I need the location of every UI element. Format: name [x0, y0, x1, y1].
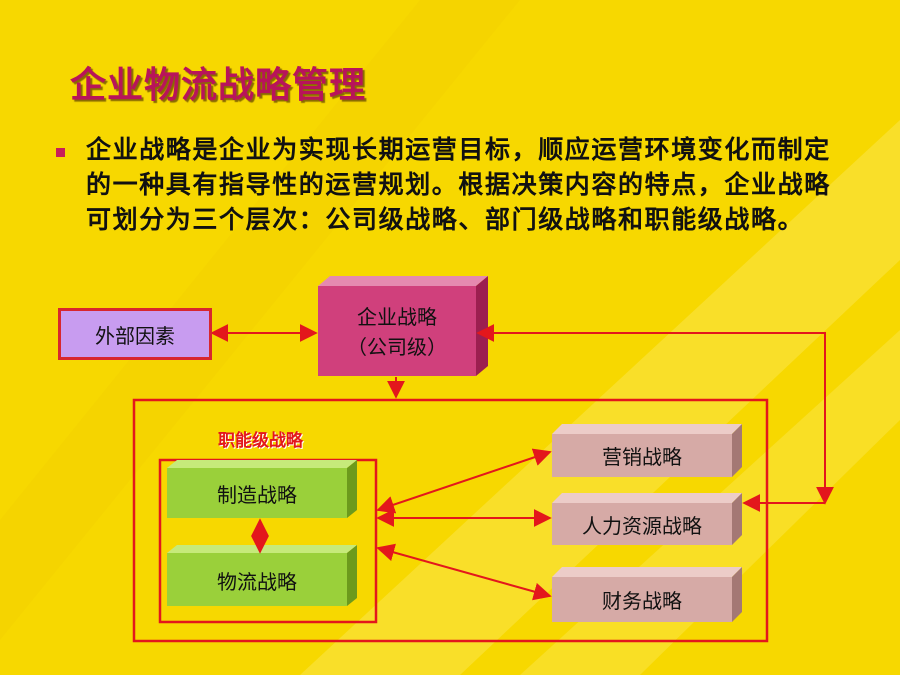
feedback-loop-arrow	[476, 324, 834, 505]
external-factors-label: 外部因素	[95, 323, 175, 348]
functional-marketing-arrow	[376, 448, 552, 514]
corporate-strategy-line1: 企业战略	[357, 305, 437, 329]
hr-strategy-label: 人力资源战略	[582, 513, 702, 538]
corporate-strategy-line2: （公司级）	[347, 335, 447, 359]
logistics-box	[167, 545, 357, 606]
marketing-strategy-label: 营销战略	[602, 445, 682, 469]
bullet-square-icon	[56, 148, 65, 157]
finance-box	[552, 567, 742, 622]
slide-title: 企业物流战略管理	[70, 65, 367, 106]
department-frame	[132, 398, 769, 643]
manufacturing-strategy-label: 制造战略	[217, 483, 297, 507]
corporate-strategy-label: 企业战略 （公司级）	[318, 290, 476, 374]
logistics-strategy-label: 物流战略	[217, 569, 297, 594]
functional-finance-arrow	[376, 543, 552, 601]
external-factors-box: 外部因素	[58, 308, 212, 360]
finance-strategy-label: 财务战略	[602, 589, 682, 613]
functional-strategy-label: 职能级战略	[218, 431, 303, 451]
manufacturing-box	[167, 460, 357, 518]
body-paragraph: 企业战略是企业为实现长期运营目标，顺应运营环境变化而制定的一种具有指导性的运营规…	[86, 135, 831, 234]
